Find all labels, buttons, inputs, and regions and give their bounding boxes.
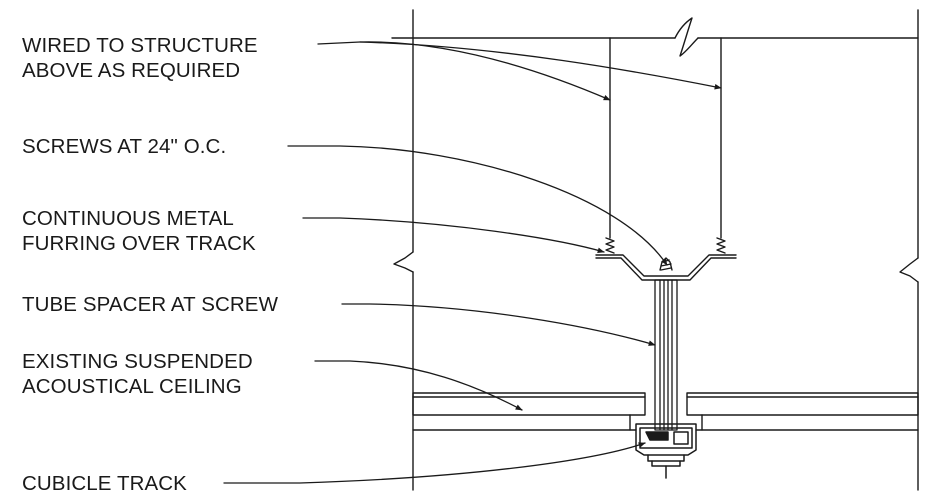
label-furring-line1: CONTINUOUS METAL (22, 207, 234, 230)
label-wired-line1: WIRED TO STRUCTURE (22, 34, 258, 57)
leader-spacer (341, 303, 656, 346)
leader-screws (287, 145, 668, 266)
leader-track (223, 442, 646, 484)
wire-twist-left (605, 237, 615, 254)
cubicle-track (635, 423, 697, 479)
leader-wired-right (359, 41, 722, 90)
ceiling-panel-left (412, 392, 646, 431)
label-screws: SCREWS AT 24" O.C. (22, 135, 227, 158)
structure-above-line (391, 17, 919, 57)
label-ceiling-line1: EXISTING SUSPENDED (22, 350, 253, 373)
tube-spacer (654, 279, 678, 431)
leader-wired-left (317, 41, 611, 101)
label-spacer: TUBE SPACER AT SCREW (22, 293, 279, 316)
label-track: CUBICLE TRACK (22, 472, 187, 495)
wire-twist-right (716, 237, 726, 254)
leader-furring (302, 217, 605, 253)
label-furring-line2: FURRING OVER TRACK (22, 232, 256, 255)
left-boundary-line (393, 9, 414, 491)
leader-lines (223, 41, 722, 484)
label-wired-line2: ABOVE AS REQUIRED (22, 59, 241, 82)
leader-ceiling (314, 360, 523, 411)
label-ceiling-line2: ACOUSTICAL CEILING (22, 375, 242, 398)
ceiling-panel-right (686, 392, 919, 431)
right-boundary-line (899, 9, 919, 491)
